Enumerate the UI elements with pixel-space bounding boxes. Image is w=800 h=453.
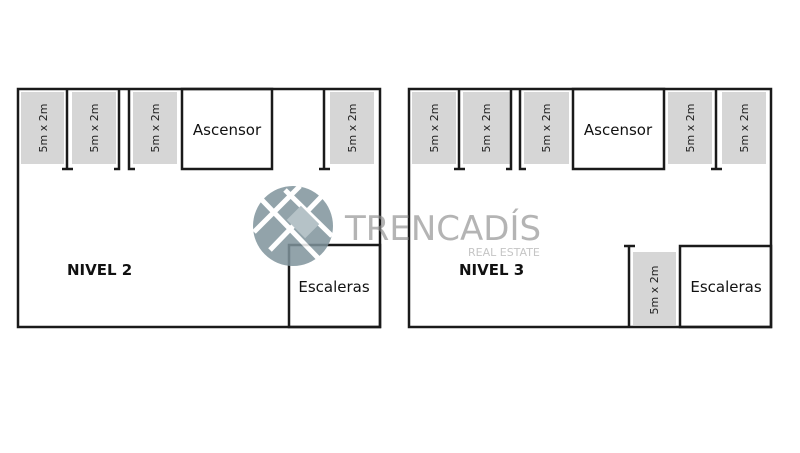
parking-space-label: 5m x 2m — [37, 104, 50, 153]
level-label: NIVEL 2 — [67, 261, 132, 279]
elevator-label: Ascensor — [193, 121, 262, 139]
elevator-room — [571, 87, 666, 171]
watermark-tagline: REAL ESTATE — [468, 246, 540, 259]
level-label: NIVEL 3 — [459, 261, 524, 279]
parking-space — [133, 92, 177, 164]
parking-space — [633, 252, 676, 325]
parking-space — [21, 92, 64, 164]
parking-space — [722, 92, 766, 164]
stairs-label: Escaleras — [298, 278, 369, 296]
parking-space — [72, 92, 116, 164]
watermark-brand: TRENCADÍS — [344, 208, 541, 249]
parking-space — [463, 92, 510, 164]
parking-space-label: 5m x 2m — [346, 104, 359, 153]
parking-space-label: 5m x 2m — [684, 104, 697, 153]
parking-space-label: 5m x 2m — [648, 266, 661, 315]
parking-space-label: 5m x 2m — [480, 104, 493, 153]
stairs-label: Escaleras — [690, 278, 761, 296]
divider-walls — [454, 89, 722, 327]
elevator-room — [180, 87, 274, 171]
parking-space — [524, 92, 569, 164]
elevator-label: Ascensor — [584, 121, 653, 139]
parking-space — [668, 92, 712, 164]
watermark-logo: TRENCADÍS REAL ESTATE — [252, 184, 541, 266]
stairs-room — [287, 243, 382, 329]
parking-space-label: 5m x 2m — [428, 104, 441, 153]
parking-space-label: 5m x 2m — [88, 104, 101, 153]
plan-nivel-3: 5m x 2m 5m x 2m 5m x 2m 5m x 2m 5m x 2m … — [407, 87, 773, 329]
stairs-room — [678, 244, 773, 329]
plan-nivel-2: 5m x 2m 5m x 2m 5m x 2m 5m x 2m Ascensor… — [16, 87, 382, 329]
parking-space — [412, 92, 456, 164]
parking-space — [330, 92, 374, 164]
divider-walls — [62, 89, 330, 171]
parking-space-label: 5m x 2m — [540, 104, 553, 153]
parking-space-label: 5m x 2m — [149, 104, 162, 153]
parking-space-label: 5m x 2m — [738, 104, 751, 153]
